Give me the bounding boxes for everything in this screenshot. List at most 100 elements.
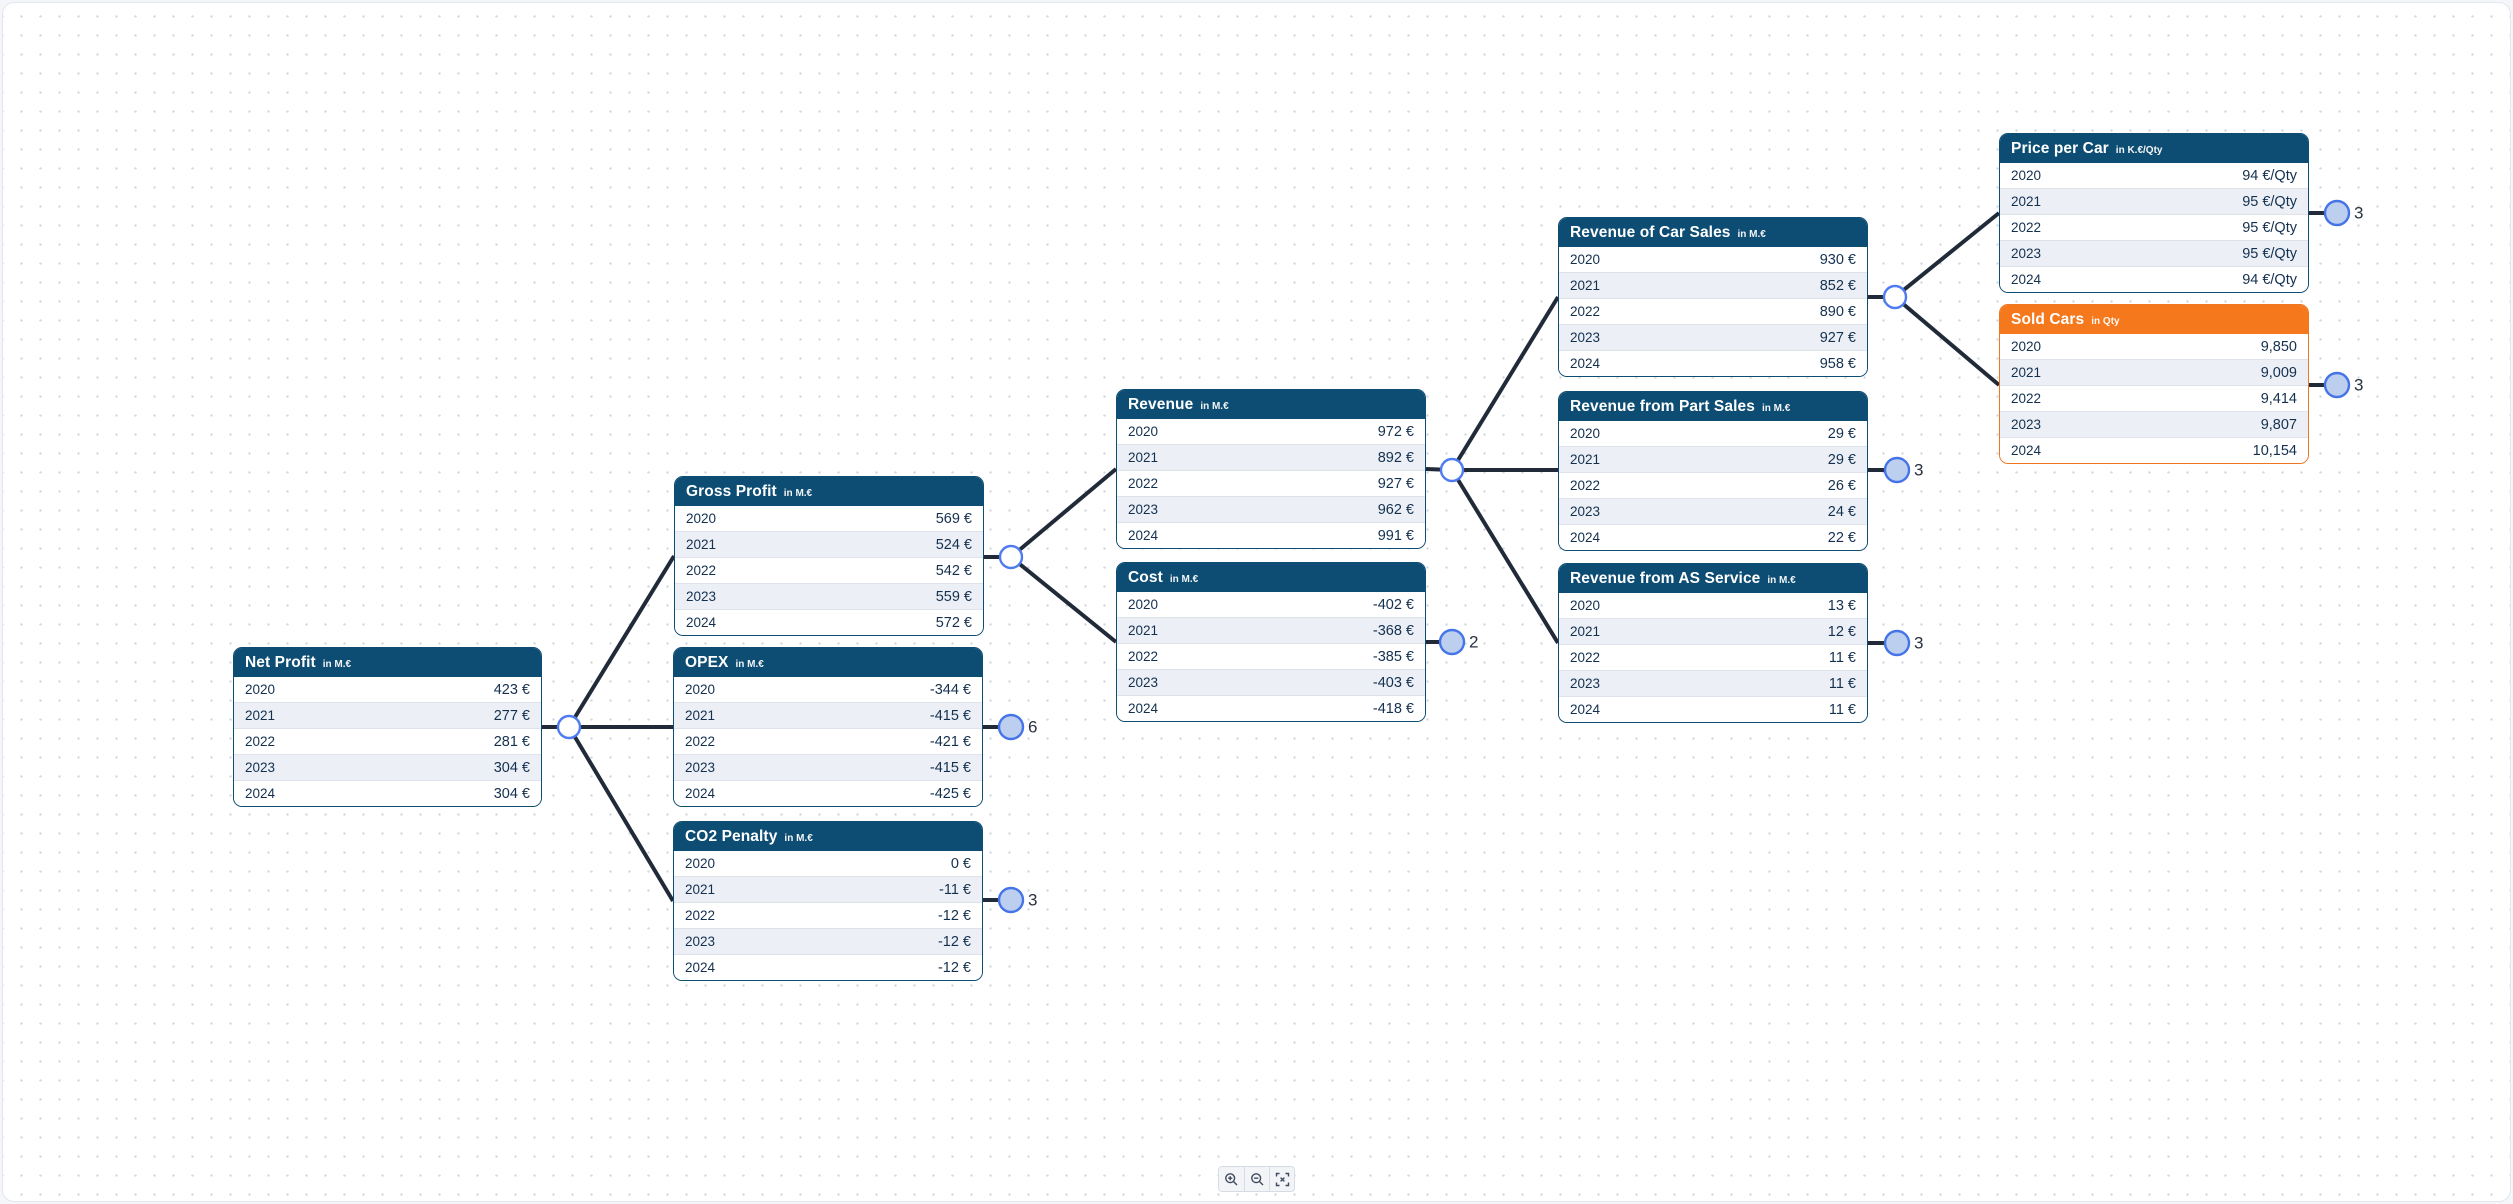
kpi-row-value: 569 € — [935, 510, 972, 527]
kpi-row-value: 972 € — [1377, 423, 1414, 440]
fit-view-button[interactable] — [1269, 1167, 1294, 1191]
kpi-node-title: Revenue from AS Service — [1570, 569, 1761, 587]
kpi-node-title: Price per Car — [2011, 139, 2109, 157]
kpi-row-year: 2023 — [1128, 502, 1159, 517]
kpi-row-value: 13 € — [1827, 597, 1856, 614]
kpi-row-year: 2020 — [1570, 252, 1601, 267]
kpi-node-title: Cost — [1128, 568, 1163, 586]
kpi-row: 2024-12 € — [674, 954, 982, 980]
kpi-row-year: 2023 — [1570, 504, 1601, 519]
kpi-row-value: 423 € — [493, 681, 530, 698]
kpi-row-year: 2023 — [685, 760, 716, 775]
expand-node-cost[interactable] — [1438, 628, 1466, 656]
kpi-node-unit: in M.€ — [784, 832, 813, 844]
kpi-node-rows: 2020-344 €2021-415 €2022-421 €2023-415 €… — [674, 677, 982, 806]
kpi-node-title: Revenue — [1128, 395, 1194, 413]
kpi-row-value: 9,009 — [2260, 364, 2297, 381]
kpi-node-unit: in K.€/Qty — [2115, 144, 2163, 156]
kpi-row-year: 2023 — [1570, 330, 1601, 345]
kpi-row-year: 2022 — [1570, 650, 1601, 665]
expand-node-sold-cars[interactable] — [2323, 371, 2351, 399]
tree-edge — [1009, 555, 1118, 644]
kpi-row-year: 2021 — [685, 708, 716, 723]
expand-node-co2-penalty[interactable] — [997, 886, 1025, 914]
junction-net-profit-collapse-toggle[interactable] — [556, 714, 582, 740]
kpi-row-year: 2022 — [685, 734, 716, 749]
expand-node-revenue-as-service[interactable] — [1883, 629, 1911, 657]
kpi-row: 2022-421 € — [674, 728, 982, 754]
kpi-row-value: -415 € — [929, 759, 971, 776]
kpi-row-year: 2023 — [1128, 675, 1159, 690]
kpi-node-title: CO2 Penalty — [685, 827, 778, 845]
kpi-row-year: 2024 — [1128, 701, 1159, 716]
zoom-in-button[interactable] — [1219, 1167, 1244, 1191]
kpi-row-value: 304 € — [493, 785, 530, 802]
tree-edge — [1893, 211, 2001, 299]
kpi-node-unit: in M.€ — [1200, 400, 1229, 412]
fit-view-icon — [1275, 1172, 1290, 1187]
expand-node-opex[interactable] — [997, 713, 1025, 741]
kpi-row: 2022-12 € — [674, 902, 982, 928]
kpi-node-header: CO2 Penalty in M.€ — [674, 822, 982, 851]
kpi-row-value: 29 € — [1827, 451, 1856, 468]
kpi-row-year: 2020 — [245, 682, 276, 697]
tree-edge — [567, 725, 675, 903]
kpi-row: 2020-402 € — [1117, 592, 1425, 617]
kpi-row-value: 9,807 — [2260, 416, 2297, 433]
kpi-row-year: 2024 — [1128, 528, 1159, 543]
kpi-row-value: -425 € — [929, 785, 971, 802]
kpi-row-value: 930 € — [1819, 251, 1856, 268]
kpi-row: 2020 423 € — [234, 677, 541, 702]
kpi-row-year: 2021 — [685, 882, 716, 897]
tree-edge — [1450, 468, 1560, 645]
kpi-row-value: 12 € — [1827, 623, 1856, 640]
hidden-children-count: 3 — [1914, 460, 1924, 480]
kpi-row-value: 890 € — [1819, 303, 1856, 320]
kpi-row-year: 2020 — [1570, 426, 1601, 441]
kpi-row: 2021-368 € — [1117, 617, 1425, 643]
kpi-row-value: -12 € — [937, 933, 971, 950]
hidden-children-count: 3 — [2354, 375, 2364, 395]
expand-node-price-per-car[interactable] — [2323, 199, 2351, 227]
junction-gross-profit-collapse-toggle[interactable] — [998, 544, 1024, 570]
zoom-out-button[interactable] — [1244, 1167, 1269, 1191]
expand-node-revenue-part-sales[interactable] — [1883, 456, 1911, 484]
kpi-row-value: 927 € — [1377, 475, 1414, 492]
junction-revenue-collapse-toggle[interactable] — [1439, 457, 1465, 483]
kpi-row-year: 2022 — [686, 563, 717, 578]
kpi-row: 2020 930 € — [1559, 247, 1867, 272]
tree-edge — [567, 554, 676, 729]
junction-revenue-car-sales-collapse-toggle[interactable] — [1882, 284, 1908, 310]
